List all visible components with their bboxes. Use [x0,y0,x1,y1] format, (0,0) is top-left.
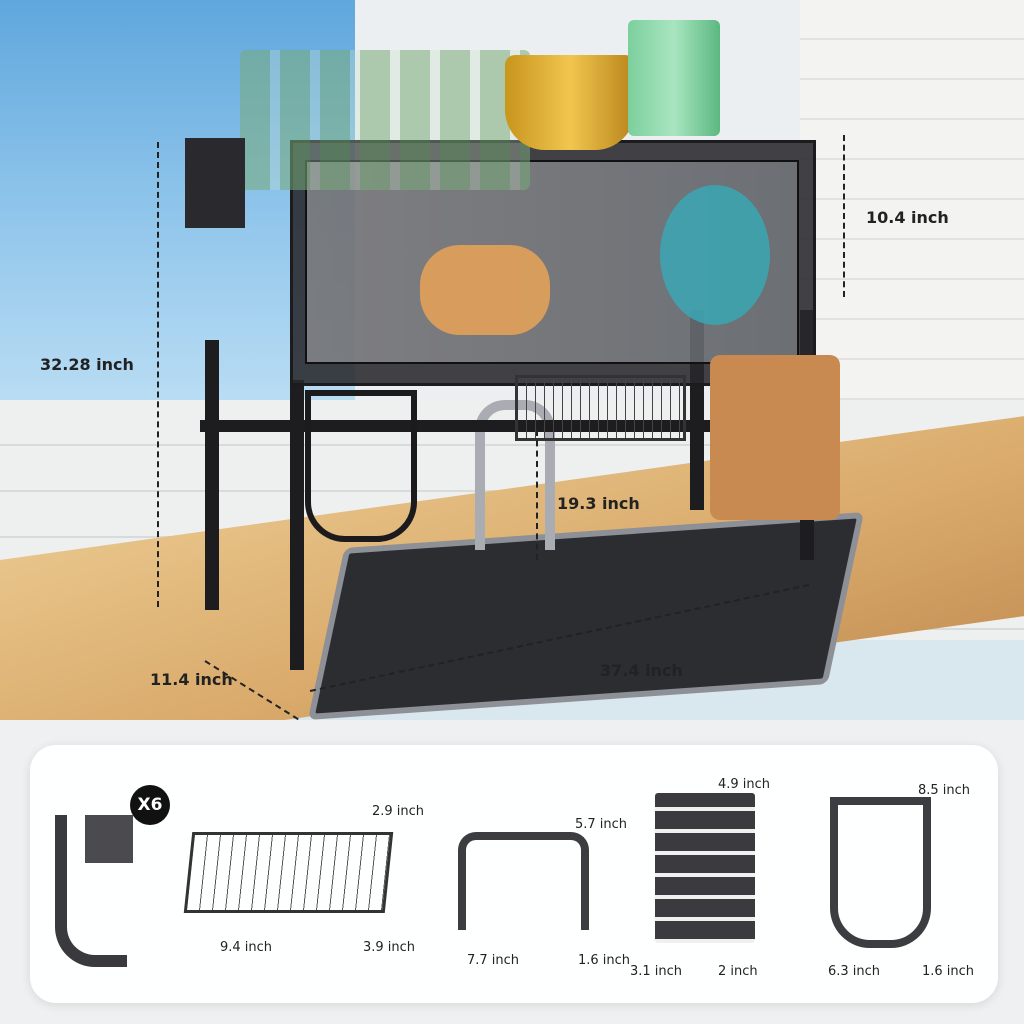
clearance-height-line [536,430,538,560]
width-label: 37.4 inch [600,661,683,680]
gold-pot [505,55,635,150]
knife-holder-depth-label: 1.6 inch [922,964,975,979]
hanger-depth-label: 1.6 inch [578,953,631,968]
height-dimension-line [157,142,159,607]
utensil-holder-height-label: 4.9 inch [718,777,771,792]
sponge-basket-mounted [515,375,686,441]
depth-label: 11.4 inch [150,670,233,689]
basket-height-label: 2.9 inch [372,804,425,819]
knife-holder-mounted [305,390,417,542]
cabinet-height-label: 10.4 inch [866,208,949,227]
bowls-stack [420,245,550,335]
towel-hanger-accessory [458,832,589,930]
green-pot [628,20,720,136]
clearance-height-label: 19.3 inch [557,494,640,513]
rack-leg-left-back [290,380,304,670]
utensil-holder-depth-label: 2 inch [718,964,758,979]
drinking-glasses [240,50,530,190]
wire-basket-accessory [183,832,394,913]
plates-stack [660,185,770,325]
hanger-height-label: 5.7 inch [575,817,628,832]
cutting-boards [710,355,840,520]
cabinet-height-line [843,135,845,297]
utensil-holder-length-label: 3.1 inch [630,964,683,979]
knife-holder-length-label: 6.3 inch [828,964,881,979]
basket-length-label: 9.4 inch [220,940,273,955]
hook-icon [55,815,127,967]
hanger-length-label: 7.7 inch [467,953,520,968]
total-height-label: 32.28 inch [40,355,134,374]
rack-leg-left-front [205,340,219,610]
utensil-holder-mounted [185,138,245,228]
basket-depth-label: 3.9 inch [363,940,416,955]
knife-holder-height-label: 8.5 inch [918,783,971,798]
quantity-badge: X6 [130,785,170,825]
knife-holder-accessory [830,797,931,948]
utensil-holder-accessory [655,793,755,943]
